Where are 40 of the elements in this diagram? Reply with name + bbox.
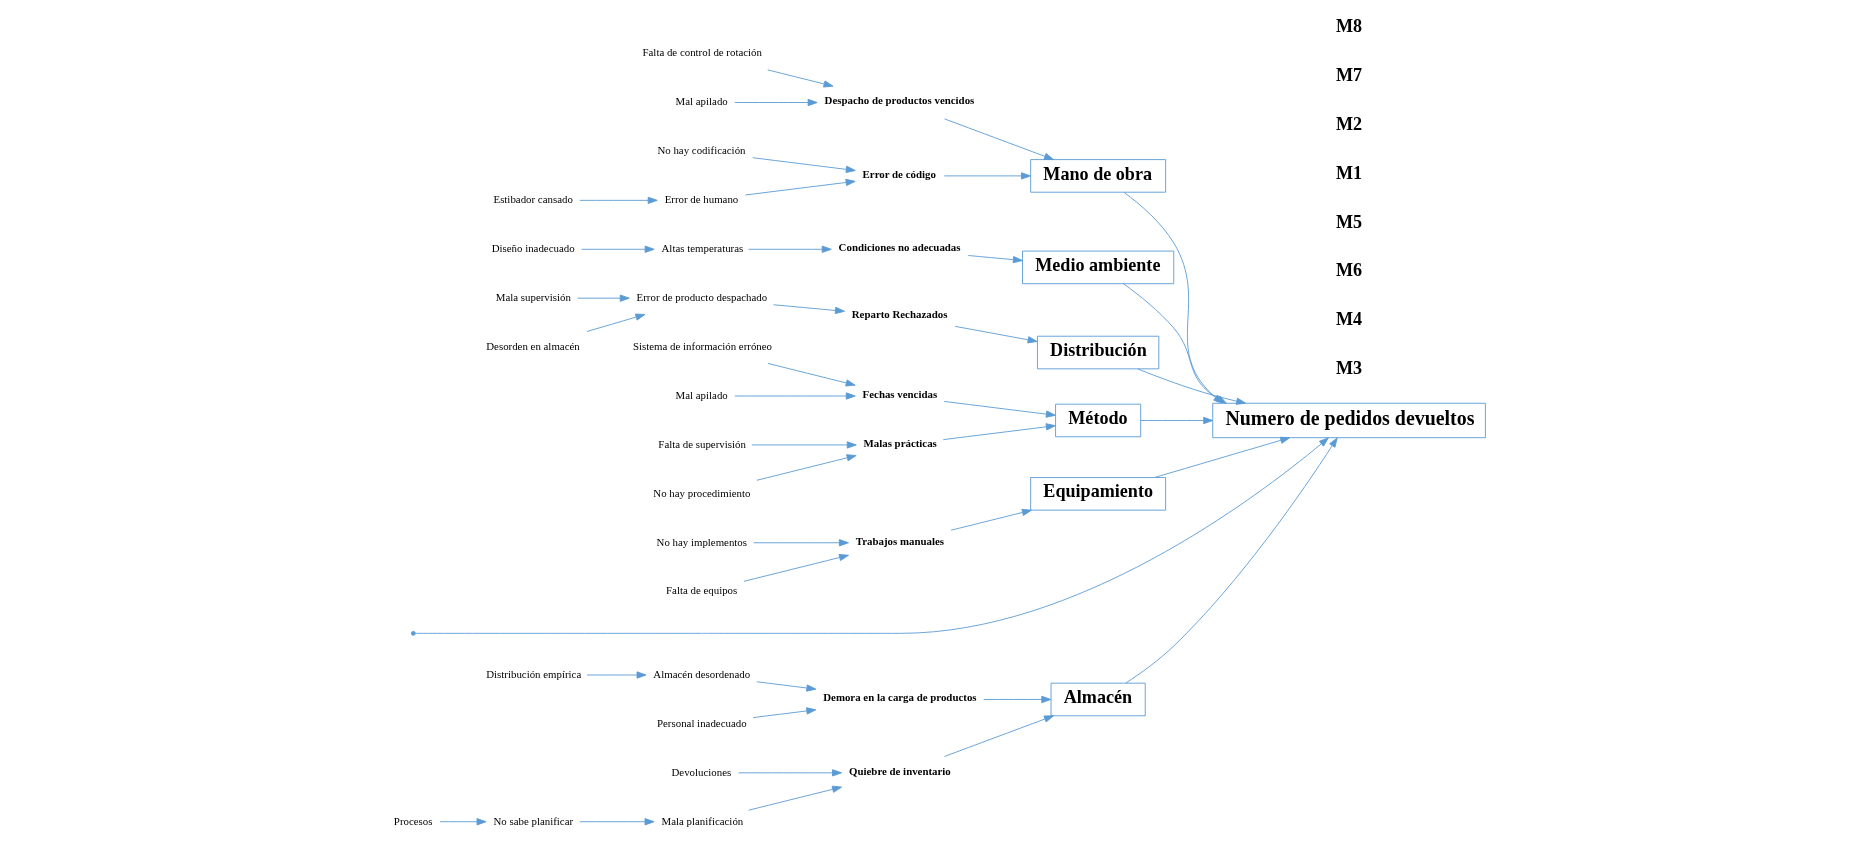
node-text: Mal apilado [675,388,728,401]
node-text: Desorden en almacén [486,339,580,352]
node-text: Falta de equipos [666,584,738,597]
node-text: Error de código [862,167,936,180]
node-text: Condiciones no adecuadas [838,241,961,254]
node-text: No hay codificación [657,144,746,157]
node-text: Trabajos manuales [855,534,945,547]
label: M5 [1335,211,1363,232]
node-text: Almacén desordenado [653,667,751,680]
node-text: Diseño inadecuado [491,242,575,255]
node-text: No hay procedimiento [653,486,751,499]
node-text: Quiebre de inventario [849,764,951,777]
node-text: Despacho de productos vencidos [824,94,975,107]
node-text: Estibador cansado [493,193,573,206]
node-text: Mala supervisión [495,290,571,303]
node-text: Mal apilado [675,95,728,108]
node-text: No sabe planificar [493,814,574,827]
node-text: Personal inadecuado [657,716,747,729]
node-text: Devoluciones [671,765,732,778]
node-text: Error de producto despachado [636,290,768,303]
label: M1 [1335,162,1363,183]
node-text: Reparto Rechazados [851,308,948,321]
node-text: Procesos [393,814,433,827]
node-text: Malas prácticas [863,436,937,449]
label: M4 [1335,309,1363,330]
node-text: Distribución empírica [486,667,582,680]
node-text: Altas temperaturas [661,242,744,255]
node-text: No hay implementos [656,535,748,548]
node-text: Falta de supervisión [658,437,746,450]
node-text: Sistema de información erróneo [633,339,773,352]
node-text: Error de humano [664,193,739,206]
label: M8 [1335,15,1363,36]
node-text: Fechas vencidas [862,387,938,400]
node-text: Mala planificación [661,814,744,827]
label: M7 [1335,64,1363,85]
label: M2 [1335,113,1363,134]
label: M3 [1335,358,1363,379]
node-text: Falta de control de rotación [642,46,762,59]
node-text: Demora en la carga de productos [823,691,977,704]
label: M6 [1335,260,1363,281]
